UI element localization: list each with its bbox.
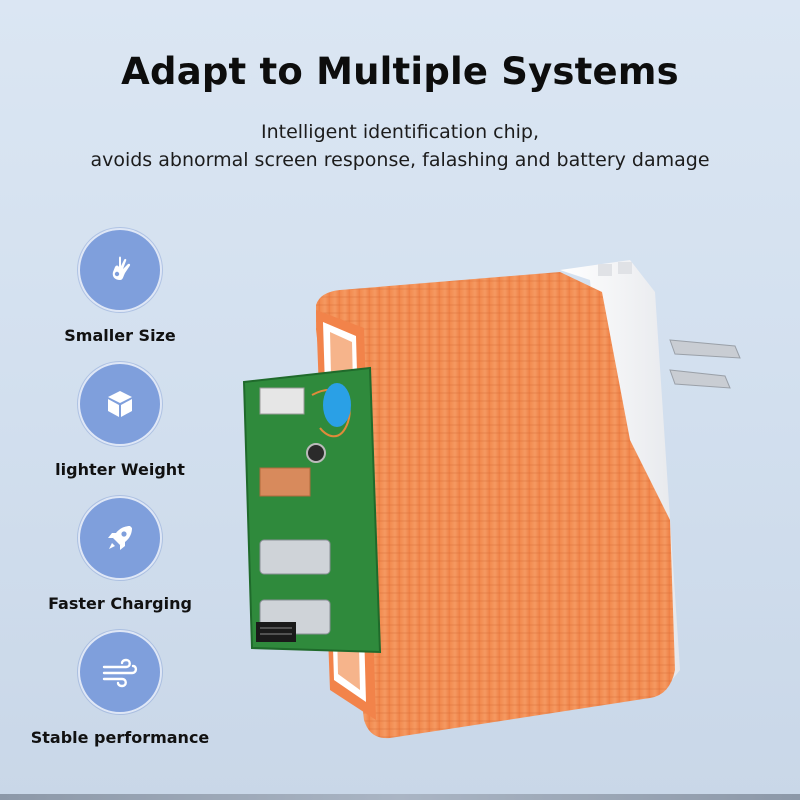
charger-product-image [242, 260, 741, 739]
rocket-icon [108, 526, 132, 550]
feature-icon-circle [78, 362, 162, 446]
wind-icon [102, 658, 138, 688]
plug-prongs [669, 339, 741, 389]
feature-faster-charging: Faster Charging [0, 496, 240, 613]
cube-icon [108, 391, 132, 417]
feature-label: Faster Charging [48, 594, 192, 613]
feature-label: lighter Weight [55, 460, 185, 479]
feature-icon-circle [78, 228, 162, 312]
subtitle-line-2: avoids abnormal screen response, falashi… [90, 149, 710, 171]
feature-lighter-weight: lighter Weight [0, 362, 240, 479]
feature-icon-circle [78, 630, 162, 714]
page-title: Adapt to Multiple Systems [121, 50, 679, 93]
feature-label: Smaller Size [64, 326, 176, 345]
feature-label: Stable performance [30, 728, 210, 747]
feature-stable-performance: Stable performance [0, 630, 240, 747]
feature-smaller-size: Smaller Size [0, 228, 240, 345]
bottom-band [0, 794, 800, 800]
feature-icon-circle [78, 496, 162, 580]
pcb-circuit-board [242, 366, 382, 654]
hand-gesture-icon [112, 256, 131, 280]
page-subtitle: Intelligent identification chip, avoids … [0, 118, 800, 174]
subtitle-line-1: Intelligent identification chip, [260, 121, 540, 143]
